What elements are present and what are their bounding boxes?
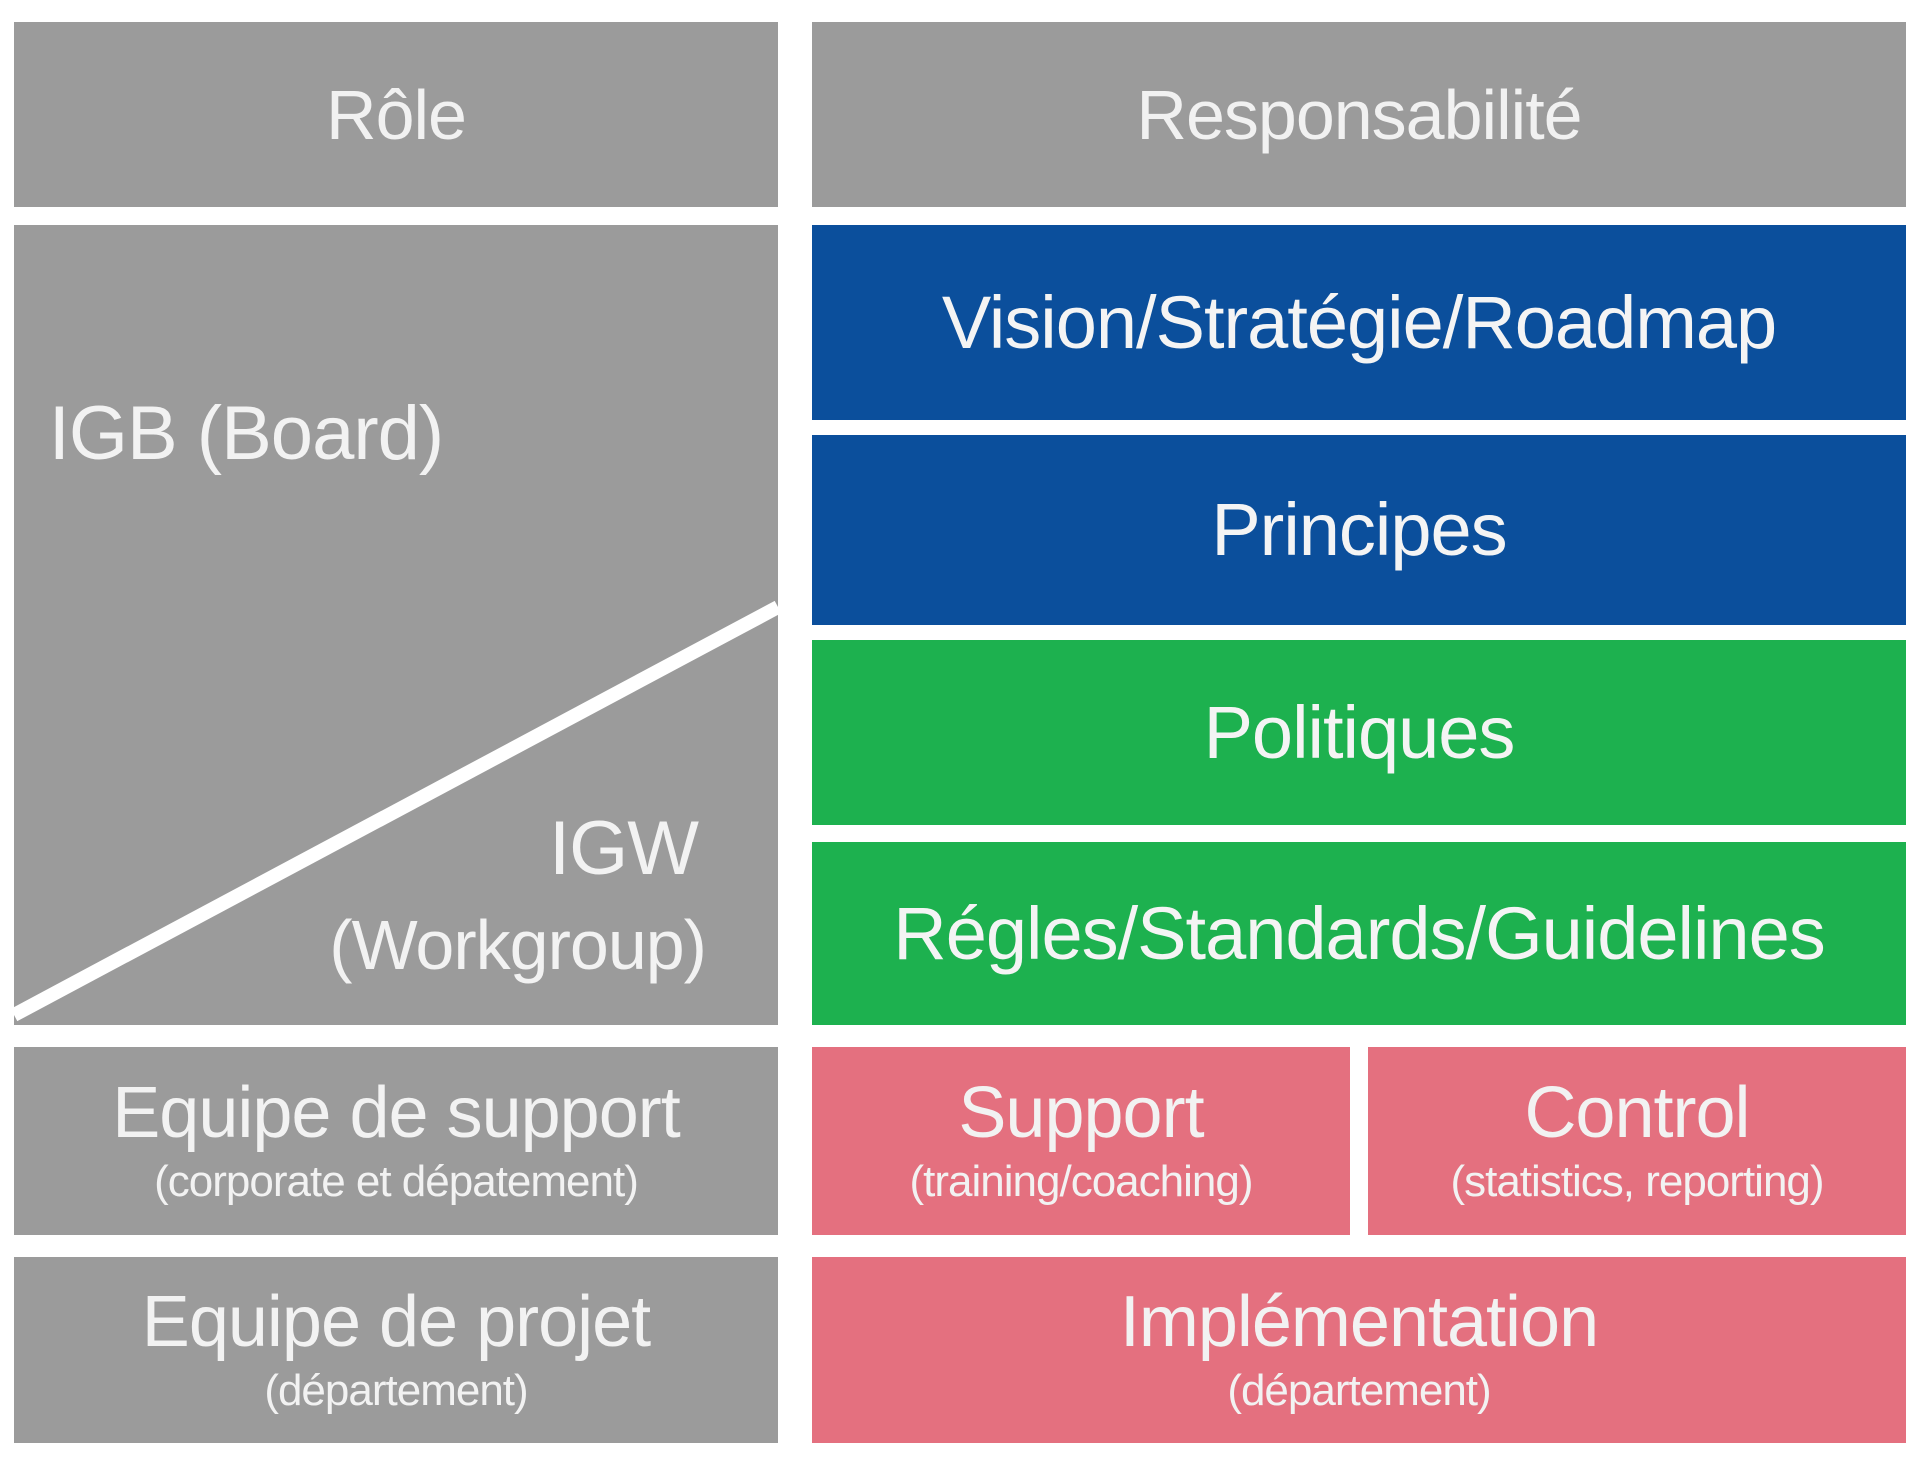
vision-strategy-roadmap-box: Vision/Stratégie/Roadmap — [812, 225, 1906, 420]
implementation-title: Implémentation — [1119, 1282, 1599, 1362]
responsibility-header-label: Responsabilité — [1136, 75, 1582, 154]
workgroup-role-subtitle: (Workgroup) — [329, 906, 707, 984]
diagonal-divider-line — [14, 600, 778, 1022]
support-team-subtitle: (corporate et dépatement) — [154, 1156, 639, 1206]
vision-strategy-roadmap-label: Vision/Stratégie/Roadmap — [941, 280, 1777, 364]
support-responsibility-box: Support (training/coaching) — [812, 1047, 1350, 1235]
role-board-workgroup-box: IGB (Board) IGW (Workgroup) — [14, 225, 778, 1025]
support-team-title: Equipe de support — [112, 1073, 680, 1153]
board-role-title: IGB (Board) — [48, 391, 444, 476]
project-team-subtitle: (département) — [264, 1365, 528, 1415]
role-header: Rôle — [14, 22, 778, 207]
policies-label: Politiques — [1203, 690, 1516, 774]
diagonal-divider — [14, 600, 778, 1022]
implementation-box: Implémentation (département) — [812, 1257, 1906, 1443]
workgroup-role-title: IGW — [549, 806, 699, 891]
project-team-box: Equipe de projet (département) — [14, 1257, 778, 1443]
policies-box: Politiques — [812, 640, 1906, 825]
control-responsibility-title: Control — [1524, 1073, 1750, 1153]
support-responsibility-subtitle: (training/coaching) — [909, 1156, 1254, 1206]
responsibility-header: Responsabilité — [812, 22, 1906, 207]
rules-standards-guidelines-box: Régles/Standards/Guidelines — [812, 842, 1906, 1025]
rules-standards-guidelines-label: Régles/Standards/Guidelines — [893, 891, 1825, 975]
principles-label: Principes — [1211, 488, 1507, 572]
principles-box: Principes — [812, 435, 1906, 625]
role-header-label: Rôle — [326, 75, 467, 154]
implementation-subtitle: (département) — [1227, 1365, 1491, 1415]
support-team-box: Equipe de support (corporate et dépateme… — [14, 1047, 778, 1235]
control-responsibility-subtitle: (statistics, reporting) — [1450, 1156, 1824, 1206]
project-team-title: Equipe de projet — [141, 1282, 651, 1362]
control-responsibility-box: Control (statistics, reporting) — [1368, 1047, 1906, 1235]
support-responsibility-title: Support — [958, 1073, 1204, 1153]
